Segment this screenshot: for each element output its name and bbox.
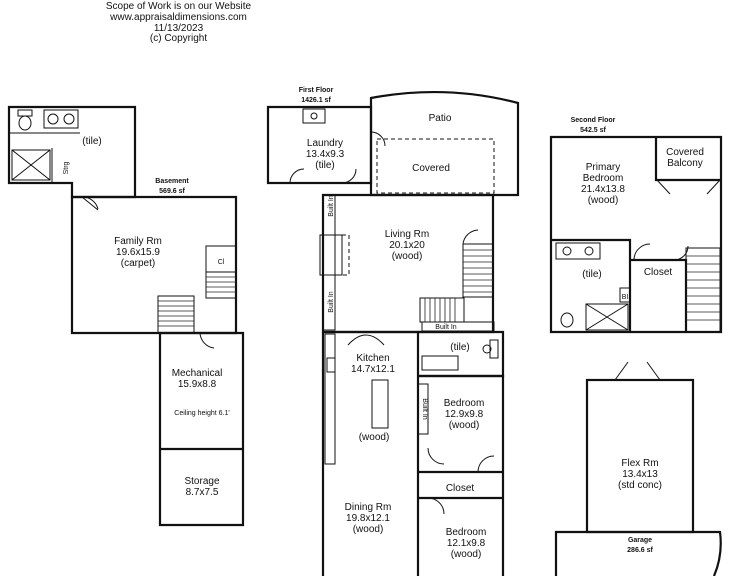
bedroom2-dim: 12.1x9.8 [447,538,486,549]
bedroom1-built-in-label: Built In [421,398,428,420]
garage-area: 286.6 sf [627,547,653,554]
shower-icon [11,149,51,181]
primary-name: Primary [586,162,620,173]
mechanical-room-walls [158,331,245,527]
primary-dim: 21.4x13.8 [581,184,625,195]
kitchen-counter [324,333,336,465]
bedroom2-name: Bedroom [446,527,487,538]
garage-walls [554,530,722,576]
living-stairs-upper [462,243,494,298]
built-in-strip-label: Built In [435,324,457,331]
primary-name2: Bedroom [583,173,624,184]
basement-title: Basement [155,178,189,185]
kitchen-island [371,379,389,429]
storage-closet-label: Strg [63,161,70,174]
flex-name: Flex Rm [621,458,658,469]
kitchen-floor: (wood) [359,432,390,443]
covered-label: Covered [412,163,450,174]
mechanical-dim: 15.9x8.8 [178,379,217,390]
second-floor-walls [549,135,723,334]
built-in-small-label: BI [622,294,629,301]
garage-plan: Flex Rm 13.4x13 (std conc) Garage 286.6 … [554,361,722,576]
garage-title: Garage [628,537,652,544]
bedroom1-dim: 12.9x9.8 [445,409,484,420]
balcony-label-2: Balcony [667,158,703,169]
bath-toilet-icon [482,344,492,354]
living-room-floor: (wood) [392,251,423,262]
bedroom1-walls [418,374,505,576]
basement-plan: Basement 569.6 sf (tile) Strg Family Rm … [7,105,245,527]
first-floor-title: First Floor [299,87,334,94]
basement-bath-walls [7,105,137,199]
kitchen-sink-icon [326,357,336,373]
header-copyright-line: (c) Copyright [149,33,208,44]
second-floor-plan: Second Floor 542.5 sf Covered Balcony Pr… [549,117,723,334]
bedroom1-built-in [417,383,429,435]
primary-shower-icon [585,303,629,331]
mechanical-ceiling-note: Ceiling height 6.1' [174,410,229,417]
double-sink-icon [43,109,79,129]
flex-dim: 13.4x13 [622,469,658,480]
dining-dim: 19.8x12.1 [346,513,390,524]
basement-area: 569.6 sf [159,188,185,195]
basement-stairs-lower [157,295,195,334]
primary-floor: (wood) [588,195,619,206]
flex-room-walls [585,378,695,534]
header-scope-line: Scope of Work is on our Website [105,1,252,12]
patio-walls [369,91,520,197]
second-floor-area: 542.5 sf [580,127,606,134]
covered-area-outline [376,138,495,194]
dining-floor: (wood) [353,524,384,535]
balcony-walls [654,137,721,182]
primary-bath-floor: (tile) [582,269,601,280]
first-floor-plan: First Floor 1426.1 sf Laundry 13.4x9.3 (… [266,87,520,576]
first-closet-label: Closet [446,483,475,494]
primary-bath-walls [551,238,632,332]
bathtub-icon [421,355,459,371]
toilet-icon [17,109,33,117]
basement-bath-floor: (tile) [82,136,101,147]
bedroom2-floor: (wood) [451,549,482,560]
laundry-floor: (tile) [315,160,334,171]
built-in-label-top: Built In [328,195,335,217]
basement-stairs-upper [205,271,237,299]
second-closet-label: Closet [644,267,673,278]
flex-floor: (std conc) [618,480,662,491]
balcony-label-1: Covered [666,147,704,158]
primary-double-sink-icon [555,242,601,260]
bath-floor: (tile) [450,342,469,353]
storage-name: Storage [184,476,219,487]
header-website-line: www.appraisaldimensions.com [110,12,247,23]
header-date-line: 11/13/2023 [153,23,204,34]
second-floor-title: Second Floor [571,117,616,124]
second-floor-stairs [685,247,721,333]
kitchen-range-hood [347,334,385,346]
built-in-strip [421,321,495,332]
dining-name: Dining Rm [345,502,392,513]
built-in-label-bottom: Built In [328,291,335,313]
laundry-name: Laundry [307,138,343,149]
laundry-sink-icon [302,108,326,124]
fireplace-icon [319,234,343,276]
living-stairs-lower [419,297,465,323]
primary-toilet-icon [560,312,574,328]
built-in-small [619,287,631,303]
family-room-dim: 19.6x15.9 [116,247,160,258]
living-room-name: Living Rm [385,229,429,240]
first-floor-area: 1426.1 sf [301,97,331,104]
patio-label: Patio [429,113,452,124]
family-closet-label: Cl [218,259,225,266]
kitchen-dim: 14.7x12.1 [351,364,395,375]
mechanical-name: Mechanical [172,368,223,379]
family-room-name: Family Rm [114,236,162,247]
flex-double-door [614,361,661,381]
laundry-dim: 13.4x9.3 [306,149,345,160]
bedroom1-floor: (wood) [449,420,480,431]
kitchen-name: Kitchen [356,353,389,364]
bedroom1-name: Bedroom [444,398,485,409]
family-room-floor: (carpet) [121,258,155,269]
storage-dim: 8.7x7.5 [186,487,219,498]
living-room-dim: 20.1x20 [389,240,425,251]
